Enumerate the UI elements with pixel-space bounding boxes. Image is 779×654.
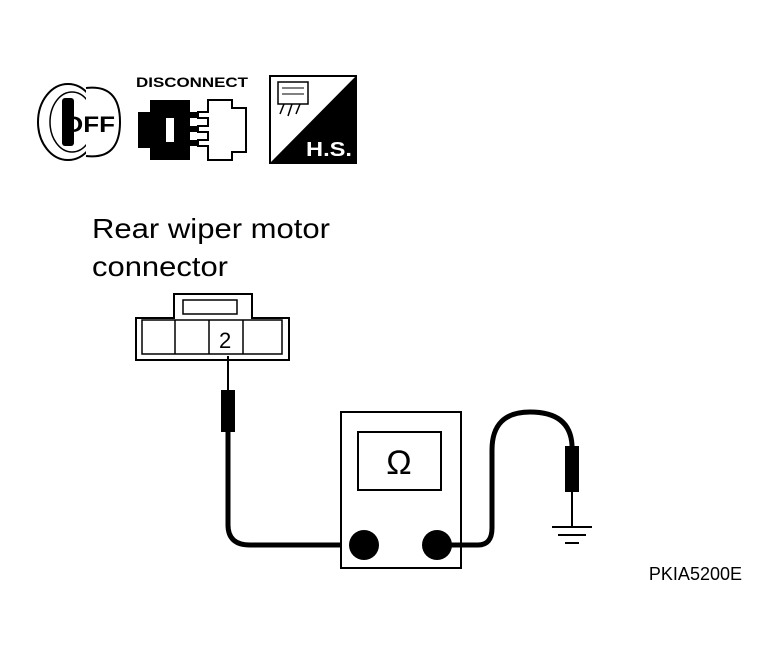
harness-side-icon: H.S. xyxy=(269,75,357,164)
ohm-symbol: Ω xyxy=(386,444,411,482)
ground-symbol xyxy=(552,526,592,544)
connector-label-line1: Rear wiper motor xyxy=(92,213,330,244)
connector-terminal-2: 2 xyxy=(219,328,231,353)
ignition-off-icon: OFF xyxy=(37,83,122,161)
disconnect-icon: DISCONNECT xyxy=(136,74,249,161)
probe-left xyxy=(221,356,364,548)
plug-white-icon xyxy=(197,99,247,161)
figure-code: PKIA5200E xyxy=(649,564,742,584)
probe-right xyxy=(437,409,579,548)
ignition-off-label: OFF xyxy=(63,112,115,137)
harness-side-label: H.S. xyxy=(306,139,352,161)
rear-wiper-motor-connector: 2 xyxy=(135,293,290,361)
meter-terminal-left xyxy=(349,530,379,560)
disconnect-label: DISCONNECT xyxy=(136,74,249,90)
connector-label-line2: connector xyxy=(92,251,228,282)
